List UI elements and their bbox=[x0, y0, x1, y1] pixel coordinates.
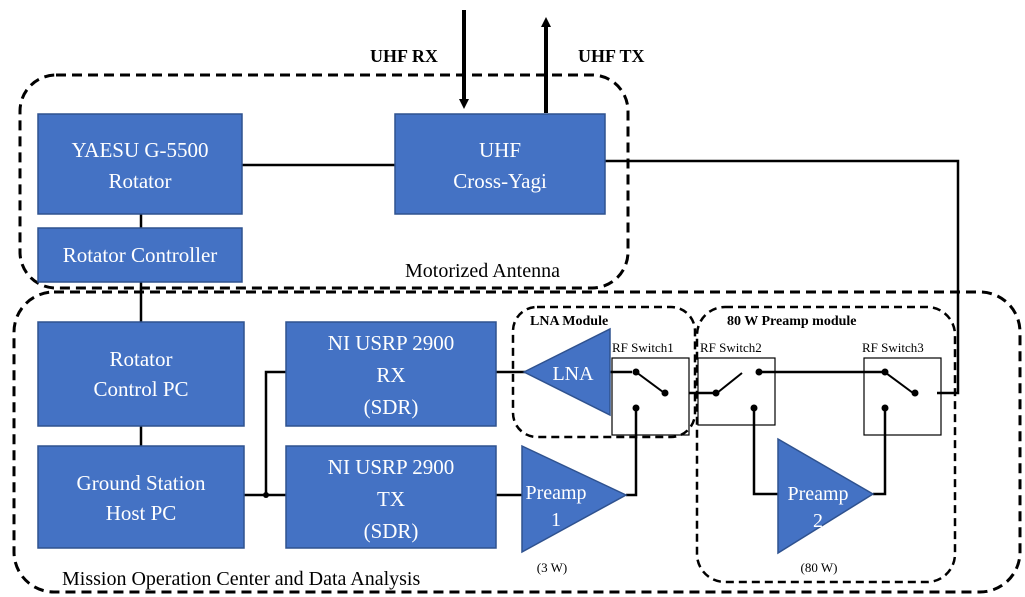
mission-center-group bbox=[12, 290, 1022, 594]
svg-text:Cross-Yagi: Cross-Yagi bbox=[453, 169, 547, 193]
motorized-antenna-group bbox=[18, 73, 630, 290]
svg-text:Preamp: Preamp bbox=[525, 482, 586, 504]
yagi-to-switch3-line bbox=[605, 159, 960, 395]
rotator-block: YAESU G-5500 Rotator bbox=[37, 113, 243, 215]
rf-switch2-label: RF Switch2 bbox=[700, 340, 762, 355]
bus-junction-dot bbox=[263, 492, 269, 498]
switch2-to-preamp2-line bbox=[752, 408, 778, 496]
uhf-tx-label: UHF TX bbox=[578, 46, 645, 66]
rf-switch1 bbox=[611, 357, 690, 436]
svg-text:Rotator: Rotator bbox=[110, 347, 173, 371]
lna-module-label: LNA Module bbox=[530, 314, 608, 329]
connections bbox=[139, 159, 960, 497]
preamp1-to-switch1-line bbox=[626, 408, 638, 497]
usrp-rx-block: NI USRP 2900 RX (SDR) bbox=[285, 321, 497, 427]
svg-text:(SDR): (SDR) bbox=[364, 395, 419, 419]
preamp-module-group bbox=[695, 305, 957, 584]
svg-text:NI USRP 2900: NI USRP 2900 bbox=[328, 455, 454, 479]
motorized-antenna-label: Motorized Antenna bbox=[405, 260, 560, 282]
rf-switch2 bbox=[697, 357, 776, 426]
cross-yagi-block: UHF Cross-Yagi bbox=[394, 113, 606, 215]
preamp2-to-switch3-line bbox=[873, 408, 887, 496]
rf-switch3 bbox=[863, 357, 942, 436]
lna-module-group bbox=[511, 305, 697, 439]
svg-text:Control PC: Control PC bbox=[93, 377, 188, 401]
preamp1-amplifier: Preamp 1 bbox=[521, 444, 628, 554]
rf-switch3-label: RF Switch3 bbox=[862, 340, 924, 355]
svg-text:TX: TX bbox=[377, 487, 405, 511]
rotator-pc-block: Rotator Control PC bbox=[37, 321, 245, 427]
svg-text:UHF: UHF bbox=[479, 138, 521, 162]
rf-switch1-label: RF Switch1 bbox=[612, 340, 674, 355]
rotator-controller-block: Rotator Controller bbox=[37, 227, 243, 283]
svg-text:1: 1 bbox=[551, 509, 561, 531]
svg-text:2: 2 bbox=[813, 510, 823, 532]
svg-text:NI USRP 2900: NI USRP 2900 bbox=[328, 331, 454, 355]
preamp2-power-label: (80 W) bbox=[801, 560, 838, 575]
svg-text:RX: RX bbox=[376, 363, 405, 387]
svg-text:Rotator: Rotator bbox=[109, 169, 172, 193]
ground-station-pc-block: Ground Station Host PC bbox=[37, 445, 245, 549]
preamp2-amplifier: Preamp 2 bbox=[777, 437, 875, 555]
bus-to-usrp-rx-line bbox=[264, 370, 286, 495]
svg-text:Rotator Controller: Rotator Controller bbox=[63, 243, 218, 267]
svg-text:Ground Station: Ground Station bbox=[77, 471, 206, 495]
svg-text:LNA: LNA bbox=[552, 363, 594, 385]
svg-text:(SDR): (SDR) bbox=[364, 519, 419, 543]
mission-center-label: Mission Operation Center and Data Analys… bbox=[62, 568, 420, 590]
svg-text:Host PC: Host PC bbox=[106, 501, 177, 525]
preamp1-power-label: (3 W) bbox=[537, 560, 567, 575]
svg-text:Preamp: Preamp bbox=[787, 483, 848, 505]
preamp-module-label: 80 W Preamp module bbox=[727, 314, 857, 329]
lna-amplifier: LNA bbox=[522, 327, 611, 417]
svg-text:YAESU G-5500: YAESU G-5500 bbox=[71, 138, 208, 162]
uhf-rx-label: UHF RX bbox=[370, 46, 438, 66]
usrp-tx-block: NI USRP 2900 TX (SDR) bbox=[285, 445, 497, 549]
